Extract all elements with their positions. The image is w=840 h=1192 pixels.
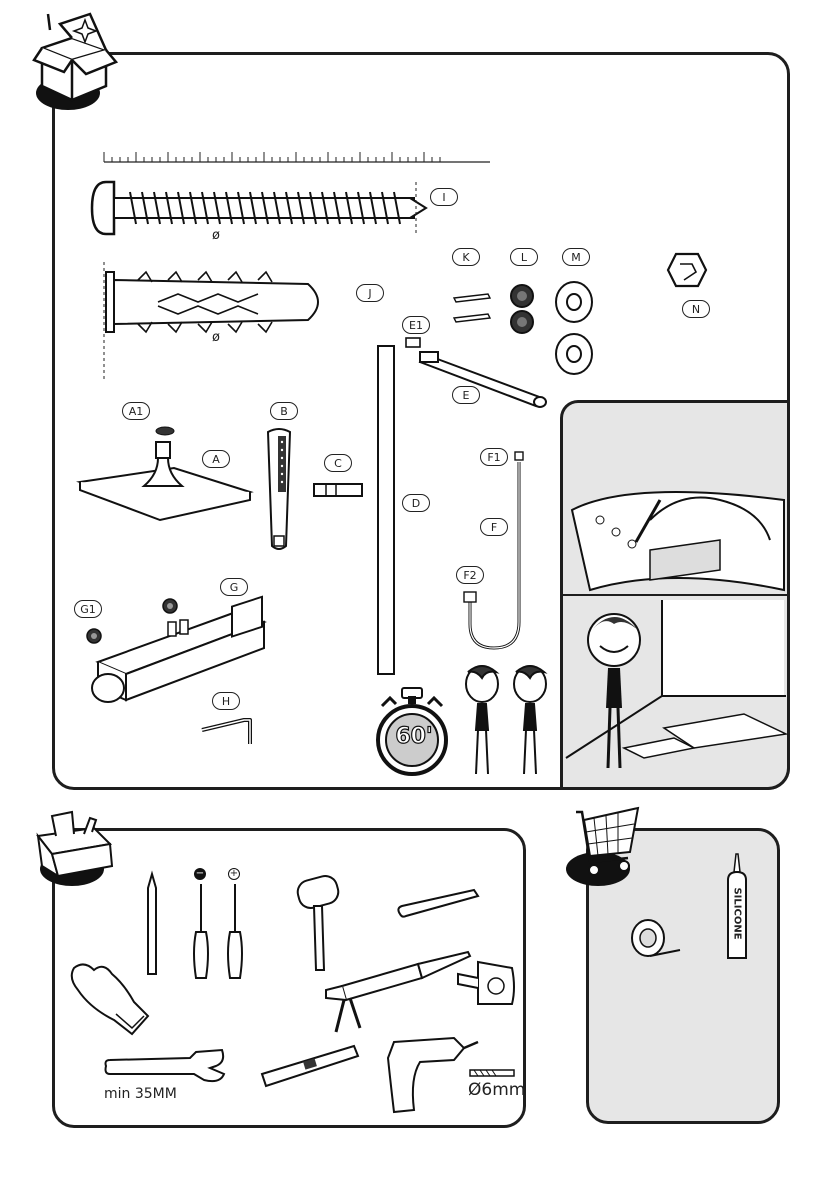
wrench-caption: min 35MM bbox=[104, 1086, 177, 1102]
shower-arm-icon bbox=[418, 346, 552, 410]
label-h: H bbox=[212, 692, 240, 710]
toolbox-icon bbox=[32, 808, 116, 880]
flat-screwdriver-icon bbox=[190, 882, 212, 982]
label-g: G bbox=[220, 578, 248, 596]
label-j: J bbox=[356, 284, 384, 302]
label-c: C bbox=[324, 454, 352, 472]
reading-character-illustration bbox=[564, 598, 786, 786]
label-e1: E1 bbox=[402, 316, 430, 334]
thermometer-icon bbox=[396, 888, 482, 922]
flat-screwdriver-sign: − bbox=[194, 868, 206, 880]
label-a1: A1 bbox=[122, 402, 150, 420]
thermostatic-mixer-icon bbox=[86, 600, 276, 710]
screw-icon bbox=[90, 178, 430, 240]
a1-washer-icon bbox=[154, 426, 176, 436]
instruction-sheet-illustration bbox=[570, 470, 784, 592]
drill-icon bbox=[380, 1028, 480, 1118]
label-l: L bbox=[510, 248, 538, 266]
label-d: D bbox=[402, 494, 430, 512]
wall-plug-icon bbox=[98, 262, 338, 382]
diameter-symbol-screw: ø bbox=[212, 228, 220, 243]
label-b: B bbox=[270, 402, 298, 420]
phillips-screwdriver-sign: + bbox=[228, 868, 240, 880]
shower-hose-icon bbox=[456, 452, 536, 652]
ruler-icon bbox=[100, 150, 490, 170]
rosettes-icon bbox=[552, 280, 596, 380]
label-k: K bbox=[452, 248, 480, 266]
riser-rail-icon bbox=[374, 340, 398, 680]
hand-shower-icon bbox=[264, 426, 294, 554]
label-n: N bbox=[682, 300, 710, 318]
diameter-symbol-plug: ø bbox=[212, 330, 220, 345]
gloves-icon bbox=[64, 958, 154, 1038]
label-a: A bbox=[202, 450, 230, 468]
drill-bit-caption: Ø6mm bbox=[468, 1080, 525, 1100]
slider-holder-icon bbox=[312, 480, 366, 500]
nut-icon bbox=[666, 250, 710, 290]
label-m: M bbox=[562, 248, 590, 266]
tape-measure-icon bbox=[454, 958, 518, 1010]
silicone-label: SILICONE bbox=[732, 869, 743, 959]
timer-text: 60' bbox=[390, 724, 438, 749]
two-persons-icon bbox=[460, 664, 552, 780]
teflon-tape-icon bbox=[624, 918, 682, 960]
drill-bit-icon bbox=[468, 1066, 518, 1080]
label-i: I bbox=[430, 188, 458, 206]
caulking-gun-icon bbox=[322, 946, 472, 1036]
spirit-level-icon bbox=[258, 1040, 362, 1092]
phillips-screwdriver-icon bbox=[224, 882, 246, 982]
hex-key-icon bbox=[198, 712, 258, 746]
gasket-strips-icon bbox=[452, 290, 492, 326]
shopping-cart-icon bbox=[572, 798, 642, 888]
adjustable-wrench-icon bbox=[100, 1046, 230, 1086]
filter-washers-icon bbox=[504, 282, 540, 336]
open-box-icon bbox=[30, 8, 120, 108]
label-e: E bbox=[452, 386, 480, 404]
